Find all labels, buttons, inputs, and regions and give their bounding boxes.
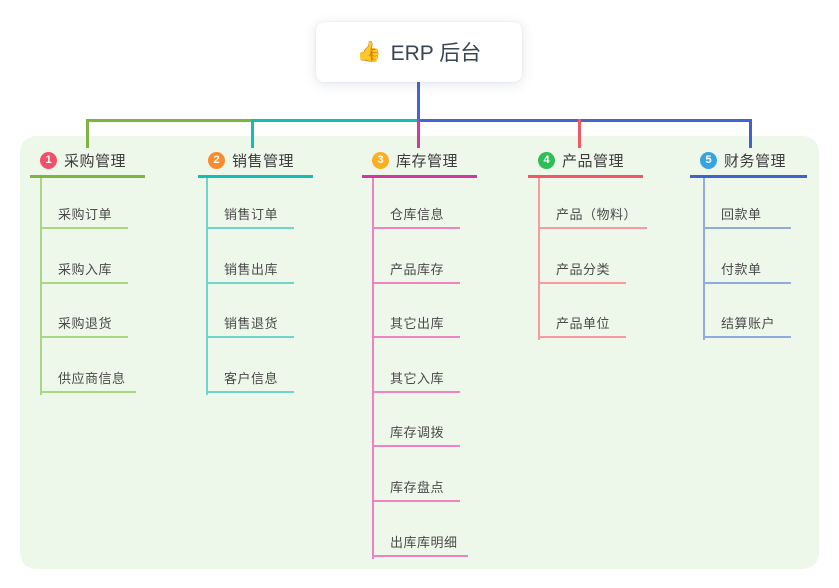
child-node[interactable]: 产品（物料） xyxy=(538,202,648,229)
branch-title-label: 产品管理 xyxy=(562,152,625,170)
child-node-label: 供应商信息 xyxy=(58,371,126,386)
child-node-label: 产品单位 xyxy=(556,316,611,331)
child-node[interactable]: 产品库存 xyxy=(372,257,460,284)
spine-segment-1 xyxy=(86,119,251,122)
child-node-label: 库存调拨 xyxy=(390,425,445,440)
spine-segment-3 xyxy=(416,119,752,122)
child-node[interactable]: 结算账户 xyxy=(703,311,791,338)
child-node-label: 采购退货 xyxy=(58,316,113,331)
child-node[interactable]: 销售退货 xyxy=(206,311,294,338)
root-node[interactable]: 👍 ERP 后台 xyxy=(316,22,522,82)
child-node-label: 销售退货 xyxy=(224,316,279,331)
children-connector-line xyxy=(40,178,42,395)
child-node-label: 其它入库 xyxy=(390,371,445,386)
child-node-label: 结算账户 xyxy=(721,316,776,331)
branch-drop-line-3 xyxy=(416,119,420,148)
child-node[interactable]: 客户信息 xyxy=(206,366,294,393)
branch-title-label: 财务管理 xyxy=(724,152,787,170)
child-node[interactable]: 回款单 xyxy=(703,202,791,229)
branch-drop-line-2 xyxy=(251,119,254,148)
child-node[interactable]: 供应商信息 xyxy=(40,366,136,393)
child-node-label: 回款单 xyxy=(721,207,762,222)
root-node-label: ERP 后台 xyxy=(390,42,482,65)
branch-node-1[interactable]: 1 采购管理 xyxy=(40,150,126,170)
branch-drop-line-1 xyxy=(86,119,89,148)
child-node[interactable]: 仓库信息 xyxy=(372,202,460,229)
branch-node-3[interactable]: 3 库存管理 xyxy=(372,150,458,170)
child-node[interactable]: 采购入库 xyxy=(40,257,128,284)
branch-underline xyxy=(690,175,807,178)
spine-segment-2 xyxy=(251,119,420,122)
child-node-label: 采购订单 xyxy=(58,207,113,222)
branch-number-badge: 2 xyxy=(208,151,225,169)
branch-number-badge: 4 xyxy=(538,151,555,169)
child-node-label: 仓库信息 xyxy=(390,207,445,222)
child-node[interactable]: 采购退货 xyxy=(40,311,128,338)
child-node[interactable]: 付款单 xyxy=(703,257,791,284)
children-connector-line xyxy=(703,178,705,341)
child-node-label: 销售订单 xyxy=(224,207,279,222)
children-connector-line xyxy=(538,178,540,341)
child-node[interactable]: 产品单位 xyxy=(538,311,626,338)
branch-underline xyxy=(30,175,145,178)
child-node-label: 产品库存 xyxy=(390,262,445,277)
child-node-label: 采购入库 xyxy=(58,262,113,277)
child-node-label: 库存盘点 xyxy=(390,480,445,495)
child-node-label: 出库库明细 xyxy=(390,535,458,550)
child-node-label: 产品（物料） xyxy=(556,207,638,222)
child-node-label: 客户信息 xyxy=(224,371,279,386)
child-node[interactable]: 库存调拨 xyxy=(372,420,460,447)
child-node[interactable]: 产品分类 xyxy=(538,257,626,284)
branch-title-label: 采购管理 xyxy=(64,152,127,170)
branch-node-4[interactable]: 4 产品管理 xyxy=(538,150,624,170)
children-connector-line xyxy=(372,178,374,559)
branch-drop-line-5 xyxy=(749,119,752,148)
branch-node-2[interactable]: 2 销售管理 xyxy=(208,150,294,170)
branch-drop-line-4 xyxy=(578,119,581,148)
branch-number-badge: 5 xyxy=(700,151,717,169)
child-node[interactable]: 其它入库 xyxy=(372,366,460,393)
child-node[interactable]: 销售出库 xyxy=(206,257,294,284)
child-node[interactable]: 采购订单 xyxy=(40,202,128,229)
branch-underline xyxy=(528,175,643,178)
child-node-label: 销售出库 xyxy=(224,262,279,277)
branch-number-badge: 3 xyxy=(372,151,389,169)
branch-title-label: 库存管理 xyxy=(396,152,459,170)
children-connector-line xyxy=(206,178,208,395)
thumbs-up-icon: 👍 xyxy=(356,41,382,63)
child-node[interactable]: 销售订单 xyxy=(206,202,294,229)
branch-underline xyxy=(198,175,313,178)
child-node[interactable]: 出库库明细 xyxy=(372,530,468,557)
branches-panel xyxy=(20,136,819,569)
branch-underline xyxy=(362,175,477,178)
child-node[interactable]: 库存盘点 xyxy=(372,475,460,502)
branch-title-label: 销售管理 xyxy=(232,152,295,170)
branch-number-badge: 1 xyxy=(40,151,57,169)
child-node-label: 其它出库 xyxy=(390,316,445,331)
child-node-label: 付款单 xyxy=(721,262,762,277)
branch-node-5[interactable]: 5 财务管理 xyxy=(700,150,786,170)
child-node-label: 产品分类 xyxy=(556,262,611,277)
trunk-line xyxy=(416,82,420,122)
child-node[interactable]: 其它出库 xyxy=(372,311,460,338)
